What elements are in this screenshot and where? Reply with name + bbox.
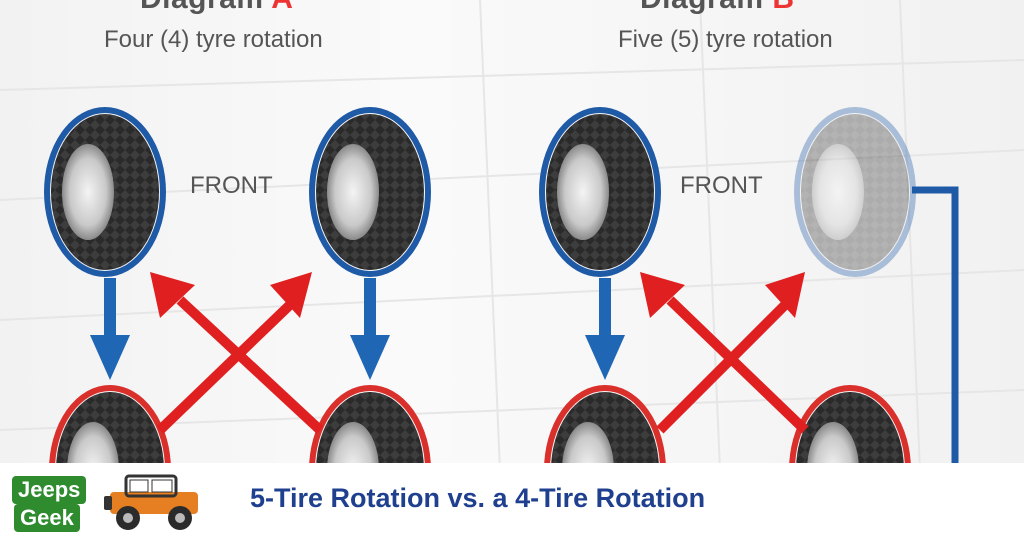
diagram-b-heading: Diagram B (640, 0, 795, 16)
diagram-a-heading: Diagram A (140, 0, 293, 16)
diagram-a-front-label: FRONT (190, 172, 273, 199)
diagonal-arrow-icon (656, 272, 805, 434)
tire-icon (309, 107, 431, 277)
tire-icon (309, 385, 431, 470)
tire-icon (44, 107, 166, 277)
diagonal-arrow-icon (156, 272, 312, 434)
down-arrow-icon (585, 278, 625, 380)
jeep-icon (104, 474, 198, 530)
down-arrow-icon (90, 278, 130, 380)
spare-path-arrow (912, 186, 959, 470)
diagonal-arrow-icon (150, 272, 324, 434)
page-caption: 5-Tire Rotation vs. a 4-Tire Rotation (250, 483, 706, 513)
diagram-b-front-label: FRONT (680, 172, 763, 199)
rotation-diagram (44, 107, 959, 470)
tire-icon (794, 107, 916, 277)
logo-text-geek: Geek (14, 504, 80, 532)
diagram-a-subtitle: Four (4) tyre rotation (104, 26, 323, 53)
diagonal-arrow-icon (640, 272, 809, 434)
tire-icon (539, 107, 661, 277)
down-arrow-icon (350, 278, 390, 380)
logo-text-jeeps: Jeeps (12, 476, 87, 504)
tire-icon (49, 385, 171, 470)
diagram-b-subtitle: Five (5) tyre rotation (618, 26, 833, 53)
tire-icon (789, 385, 911, 470)
tire-icon (544, 385, 666, 470)
